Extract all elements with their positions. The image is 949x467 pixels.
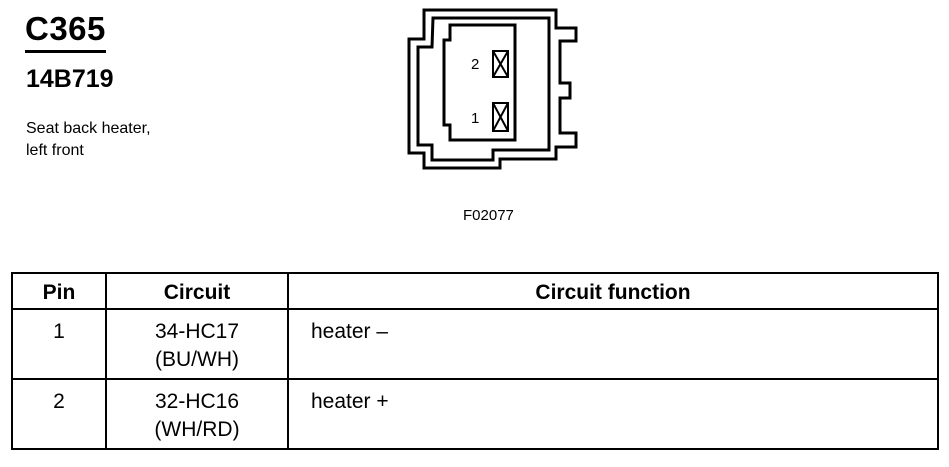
header-circuit: Circuit (105, 272, 289, 310)
table-row: 2 32-HC16 (WH/RD) heater + (11, 378, 939, 450)
description-line-1: Seat back heater, (26, 120, 151, 137)
circuit-cell: 34-HC17 (BU/WH) (105, 308, 289, 380)
function-cell: heater + (287, 378, 939, 450)
table-row: 1 34-HC17 (BU/WH) heater – (11, 308, 939, 380)
figure-code: F02077 (463, 207, 514, 224)
part-number: 14B719 (26, 65, 114, 93)
terminal-pin-1 (492, 102, 509, 132)
header-pin: Pin (11, 272, 107, 310)
pin-label-1: 1 (471, 110, 479, 127)
circuit-color: (BU/WH) (155, 348, 239, 371)
terminal-pin-2 (492, 50, 509, 78)
pin-label-2: 2 (471, 56, 479, 73)
connector-id: C365 (25, 10, 106, 53)
pin-cell: 2 (11, 378, 107, 450)
pin-cavity-outline (442, 23, 517, 142)
table-header-row: Pin Circuit Circuit function (11, 272, 939, 310)
housing-inner-outline (416, 16, 551, 162)
connector-description: Seat back heater, left front (26, 118, 206, 162)
circuit-color: (WH/RD) (154, 418, 240, 441)
circuit-cell: 32-HC16 (WH/RD) (105, 378, 289, 450)
circuit-code: 34-HC17 (154, 320, 240, 343)
function-cell: heater – (287, 308, 939, 380)
pin-table: Pin Circuit Circuit function 1 34-HC17 (… (11, 272, 939, 450)
connector-face-diagram: 2 1 (407, 8, 578, 170)
pin-cell: 1 (11, 308, 107, 380)
description-line-2: left front (26, 142, 84, 159)
housing-outer-outline (407, 8, 578, 170)
header-circuit-function: Circuit function (287, 272, 939, 310)
circuit-code: 32-HC16 (154, 390, 240, 413)
